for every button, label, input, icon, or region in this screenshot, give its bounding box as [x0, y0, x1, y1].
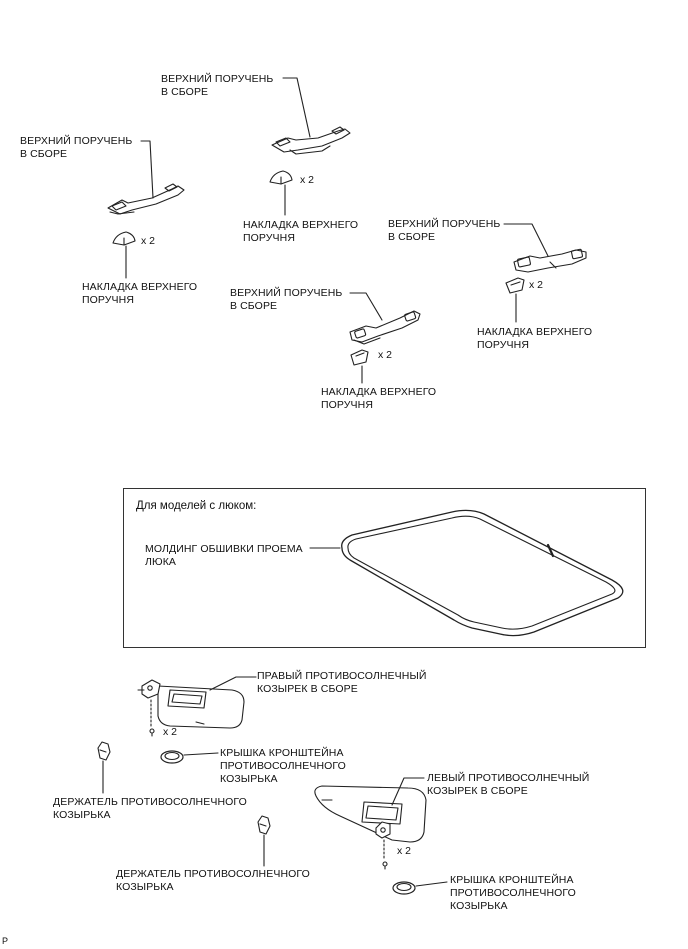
leader-line-grip-3 — [349, 292, 383, 321]
label-visor-bracket-cover-2: КРЫШКА КРОНШТЕЙНА ПРОТИВОСОЛНЕЧНОГО КОЗЫ… — [450, 874, 576, 912]
screw-left-drawing — [382, 861, 388, 870]
visor-bracket-cover-1-drawing — [160, 750, 184, 764]
label-upper-grip-assembly-4: ВЕРХНИЙ ПОРУЧЕНЬ В СБОРЕ — [388, 218, 501, 243]
quantity-label-cover-4: x 2 — [529, 279, 544, 291]
screw-right-drawing — [149, 728, 155, 737]
label-upper-grip-assembly-1: ВЕРХНИЙ ПОРУЧЕНЬ В СБОРЕ — [20, 135, 133, 160]
label-upper-grip-assembly-2: ВЕРХНИЙ ПОРУЧЕНЬ В СБОРЕ — [161, 73, 274, 98]
upper-grip-assembly-3-drawing — [349, 310, 421, 345]
visor-holder-2-drawing — [257, 815, 271, 835]
leader-line-right-visor — [209, 676, 257, 691]
leader-line-grip-1 — [140, 140, 154, 199]
quantity-label-cover-2: x 2 — [300, 174, 315, 186]
label-left-sun-visor-assembly: ЛЕВЫЙ ПРОТИВОСОЛНЕЧНЫЙ КОЗЫРЕК В СБОРЕ — [427, 772, 590, 797]
upper-grip-cover-2-drawing — [269, 170, 293, 185]
sunroof-opening-trim-moulding-drawing — [341, 509, 624, 637]
upper-grip-cover-1-drawing — [112, 231, 136, 246]
label-visor-bracket-cover-1: КРЫШКА КРОНШТЕЙНА ПРОТИВОСОЛНЕЧНОГО КОЗЫ… — [220, 747, 346, 785]
sunroof-box-title: Для моделей с люком: — [136, 500, 257, 512]
label-upper-grip-cover-4: НАКЛАДКА ВЕРХНЕГО ПОРУЧНЯ — [477, 326, 593, 351]
page-marker: P — [2, 936, 9, 946]
leader-line-grip-4 — [503, 223, 549, 257]
leader-line-bracket-cover-2 — [415, 881, 448, 887]
upper-grip-assembly-1-drawing — [107, 183, 185, 215]
upper-grip-cover-3-drawing — [350, 349, 369, 366]
left-sun-visor-assembly-drawing — [314, 785, 427, 843]
label-sunroof-opening-trim-moulding: МОЛДИНГ ОБШИВКИ ПРОЕМА ЛЮКА — [145, 543, 303, 568]
quantity-label-screw-left: x 2 — [397, 845, 412, 857]
sunroof-models-box — [123, 488, 646, 648]
leader-line-left-visor — [391, 777, 425, 806]
label-visor-holder-1: ДЕРЖАТЕЛЬ ПРОТИВОСОЛНЕЧНОГО КОЗЫРЬКА — [53, 796, 247, 821]
upper-grip-cover-4-drawing — [505, 277, 525, 294]
leader-line-grip-2 — [282, 77, 311, 138]
leader-line-bracket-cover-1 — [183, 752, 219, 756]
quantity-label-screw-right: x 2 — [163, 726, 178, 738]
upper-grip-assembly-2-drawing — [271, 126, 351, 155]
right-sun-visor-assembly-drawing — [137, 679, 245, 729]
upper-grip-assembly-4-drawing — [513, 248, 587, 273]
label-upper-grip-cover-1: НАКЛАДКА ВЕРХНЕГО ПОРУЧНЯ — [82, 281, 198, 306]
quantity-label-cover-1: x 2 — [141, 235, 156, 247]
label-upper-grip-cover-3: НАКЛАДКА ВЕРХНЕГО ПОРУЧНЯ — [321, 386, 437, 411]
label-visor-holder-2: ДЕРЖАТЕЛЬ ПРОТИВОСОЛНЕЧНОГО КОЗЫРЬКА — [116, 868, 310, 893]
quantity-label-cover-3: x 2 — [378, 349, 393, 361]
label-upper-grip-assembly-3: ВЕРХНИЙ ПОРУЧЕНЬ В СБОРЕ — [230, 287, 343, 312]
visor-bracket-cover-2-drawing — [392, 881, 416, 895]
visor-holder-1-drawing — [97, 741, 111, 761]
label-right-sun-visor-assembly: ПРАВЫЙ ПРОТИВОСОЛНЕЧНЫЙ КОЗЫРЕК В СБОРЕ — [257, 670, 427, 695]
label-upper-grip-cover-2: НАКЛАДКА ВЕРХНЕГО ПОРУЧНЯ — [243, 219, 359, 244]
